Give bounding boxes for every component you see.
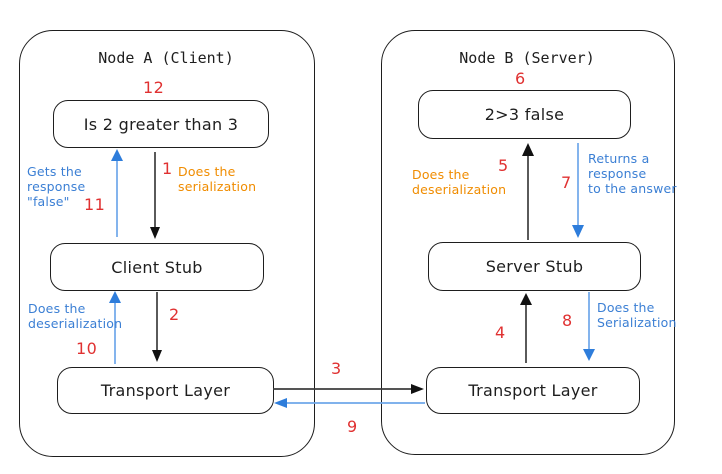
box-transport-layer-client-label: Transport Layer [100,381,231,400]
box-request: Is 2 greater than 3 [53,100,269,148]
node-b-container [381,30,675,455]
box-server-stub: Server Stub [428,242,641,291]
step-3: 3 [331,359,342,378]
box-server-stub-label: Server Stub [485,257,584,276]
annotation-returns-response: Returns a response to the answer [588,151,677,196]
step-4: 4 [495,323,506,342]
step-1: 1 [162,159,173,178]
box-transport-layer-server: Transport Layer [426,367,640,414]
box-request-label: Is 2 greater than 3 [83,114,239,134]
node-b-title: Node B (Server) [459,49,595,67]
node-a-container [19,30,315,457]
annotation-does-serialization-server: Does the Serialization [597,300,677,330]
annotation-gets-response: Gets the response "false" [27,164,86,209]
box-client-stub-label: Client Stub [111,257,203,277]
box-client-stub: Client Stub [50,243,264,291]
step-2: 2 [169,305,180,324]
box-result: 2>3 false [418,90,631,139]
step-12: 12 [143,78,165,97]
step-11: 11 [84,195,106,214]
box-transport-layer-client: Transport Layer [57,367,274,414]
step-9: 9 [347,417,358,436]
step-7: 7 [561,173,572,192]
step-8: 8 [562,311,573,330]
box-transport-layer-server-label: Transport Layer [468,381,598,400]
step-6: 6 [515,69,526,88]
step-5: 5 [498,156,509,175]
step-10: 10 [76,339,98,358]
annotation-does-deserialization-client: Does the deserialization [28,301,123,331]
node-a-title: Node A (Client) [98,49,234,67]
annotation-does-deserialization-server: Does the deserialization [412,167,507,197]
annotation-does-serialization: Does the serialization [178,164,257,194]
box-result-label: 2>3 false [484,105,565,124]
